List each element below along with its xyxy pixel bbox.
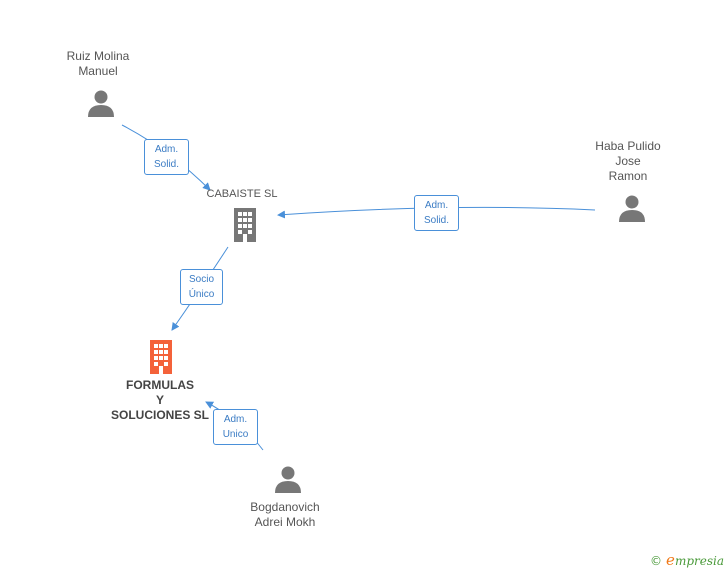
edge-label-ruiz-cabaiste[interactable]: Adm. Solid. bbox=[144, 139, 189, 175]
edge-label-line: Unico bbox=[222, 429, 249, 440]
person-label-bogdanovich: Bogdanovich Adrei Mokh bbox=[235, 500, 335, 530]
person-label-ruiz: Ruiz Molina Manuel bbox=[48, 49, 148, 79]
focus-building-icon[interactable] bbox=[146, 338, 176, 374]
label-line: Bogdanovich bbox=[250, 500, 320, 514]
label-line: Haba Pulido bbox=[595, 139, 661, 153]
edge-label-haba-cabaiste[interactable]: Adm. Solid. bbox=[414, 195, 459, 231]
edge-label-cabaiste-formulas[interactable]: Socio Único bbox=[180, 269, 223, 305]
label-line: CABAISTE SL bbox=[206, 188, 278, 200]
edge-label-line: Adm. bbox=[223, 414, 248, 425]
label-line: Ramon bbox=[608, 169, 648, 183]
copyright-icon: © bbox=[650, 554, 663, 568]
person-icon[interactable] bbox=[617, 193, 647, 223]
edge-label-line: Único bbox=[188, 289, 215, 300]
edge-label-line: Adm. bbox=[154, 144, 179, 155]
person-label-haba: Haba Pulido Jose Ramon bbox=[578, 139, 678, 184]
building-icon[interactable] bbox=[230, 206, 260, 242]
label-line: SOLUCIONES SL bbox=[110, 408, 209, 422]
edge-label-line: Socio bbox=[188, 274, 214, 285]
edge-label-bogdanovich-formulas[interactable]: Adm. Unico bbox=[213, 409, 258, 445]
edge-label-line: Adm. bbox=[424, 200, 449, 211]
label-line: Adrei Mokh bbox=[254, 515, 316, 529]
label-line: Jose bbox=[615, 154, 641, 168]
label-line: Ruiz Molina bbox=[66, 49, 130, 63]
brand-logo[interactable]: ©empresia bbox=[650, 551, 724, 569]
brand-initial: e bbox=[666, 551, 675, 569]
label-line: FORMULAS bbox=[126, 378, 194, 392]
company-label-formulas: FORMULAS Y SOLUCIONES SL bbox=[100, 378, 220, 423]
label-line: Y bbox=[155, 393, 164, 407]
edge-label-line: Solid. bbox=[153, 159, 179, 170]
label-line: Manuel bbox=[78, 64, 118, 78]
person-icon[interactable] bbox=[86, 88, 116, 118]
edge-label-line: Solid. bbox=[423, 215, 449, 226]
person-icon[interactable] bbox=[273, 464, 303, 494]
brand-name: mpresia bbox=[674, 554, 724, 568]
company-label-cabaiste: CABAISTE SL bbox=[192, 187, 292, 202]
